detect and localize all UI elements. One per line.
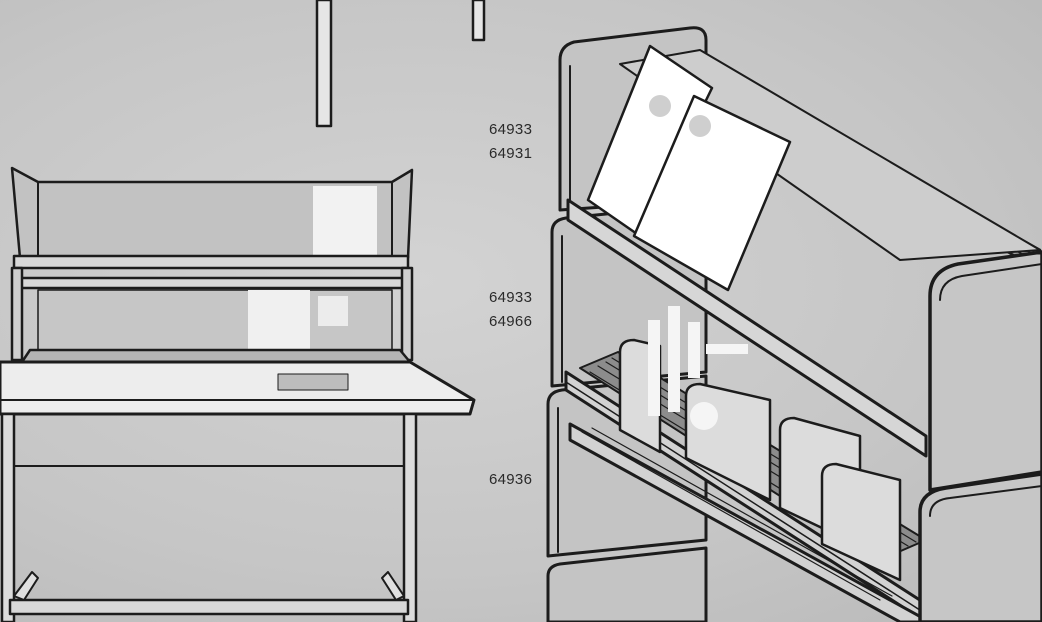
slanted-desk [0, 166, 476, 622]
part-number: 64936 [489, 471, 533, 488]
part-number-label-upper: 64933 64931 [489, 118, 549, 166]
part-number: 64966 [489, 313, 533, 330]
reflection-highlight [648, 306, 748, 430]
part-number: 64931 [489, 145, 533, 162]
part-number: 64933 [489, 289, 533, 306]
reflection-highlight [313, 186, 377, 256]
display-shelves [546, 26, 1042, 622]
part-number-label-middle: 64933 64966 [489, 286, 549, 334]
hanging-rods [315, 0, 486, 128]
part-number-label-lower: 64936 [489, 468, 549, 492]
part-number: 64933 [489, 121, 533, 138]
